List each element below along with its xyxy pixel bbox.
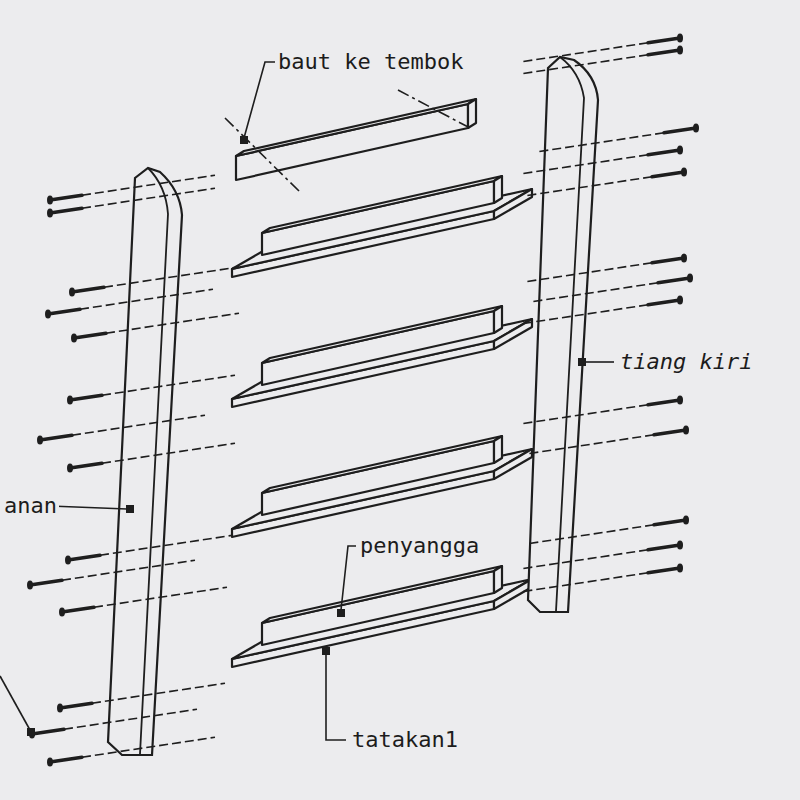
pillar-board <box>108 168 182 755</box>
wall-bolt <box>524 168 687 197</box>
leader-line <box>50 506 127 509</box>
part-label: tiang kiri <box>618 349 754 374</box>
leader-line <box>326 654 346 740</box>
pillar-edge <box>140 168 168 754</box>
leader-line <box>586 361 614 363</box>
wall-bolt <box>520 296 683 325</box>
leader-marker <box>27 728 35 736</box>
wall-bolt <box>27 560 195 589</box>
support-bar <box>262 306 502 363</box>
part-label: tatakan1 <box>350 727 460 752</box>
wall-bolt <box>520 46 683 75</box>
wall-bolt <box>520 34 683 63</box>
bolts <box>27 34 699 767</box>
part-label: anan <box>2 493 59 518</box>
support-bar <box>262 181 494 255</box>
part-label: baut ke tembok <box>276 49 465 74</box>
wall-bolt <box>520 396 683 425</box>
support-bar <box>262 566 502 623</box>
leader-marker <box>337 609 345 617</box>
wall-bolt <box>526 516 689 545</box>
wall-bolt <box>45 289 213 318</box>
part-label: penyangga <box>358 533 481 558</box>
pillars <box>108 57 598 755</box>
leader-line <box>244 62 275 138</box>
wall-bolt <box>71 313 239 342</box>
wall-support <box>236 104 468 180</box>
wall-bolt <box>47 737 215 766</box>
leader-lines <box>0 62 614 740</box>
support-bar <box>262 311 494 385</box>
wall-bolt <box>29 709 197 738</box>
support-bar <box>494 566 502 593</box>
support-bar <box>262 571 494 645</box>
pillar-edge <box>556 57 584 611</box>
support-bar <box>262 436 502 493</box>
wall-bolt <box>47 188 215 217</box>
support-bar <box>494 306 502 333</box>
wall-bolt <box>57 683 225 712</box>
support-bar <box>262 176 502 233</box>
wall-bolt <box>59 587 227 616</box>
support-bar <box>494 176 502 203</box>
leader-marker <box>126 505 134 513</box>
wall-bolt <box>530 274 693 303</box>
wall-bolt <box>524 254 687 283</box>
leader-marker <box>578 358 586 366</box>
support-bar <box>494 436 502 463</box>
wall-bolt <box>67 375 235 404</box>
wall-bolt <box>37 415 205 444</box>
wall-bolt <box>47 175 215 204</box>
leader-line <box>0 676 30 730</box>
wall-support <box>236 99 476 156</box>
pillar-board <box>528 57 598 612</box>
wall-bolt <box>65 535 233 564</box>
shelf-parts <box>232 99 532 667</box>
wall-bolt <box>520 146 683 175</box>
wall-bolt <box>520 541 683 570</box>
support-bar <box>262 441 494 515</box>
wall-bolt <box>67 443 235 472</box>
wall-bolt <box>69 267 237 296</box>
wall-support <box>468 99 476 128</box>
leader-marker <box>240 136 248 144</box>
axis-lines <box>225 90 470 192</box>
leader-line <box>341 546 356 610</box>
wall-bolt <box>536 124 699 153</box>
wall-bolt <box>526 426 689 455</box>
wall-bolt <box>520 564 683 593</box>
leader-marker <box>322 647 330 655</box>
